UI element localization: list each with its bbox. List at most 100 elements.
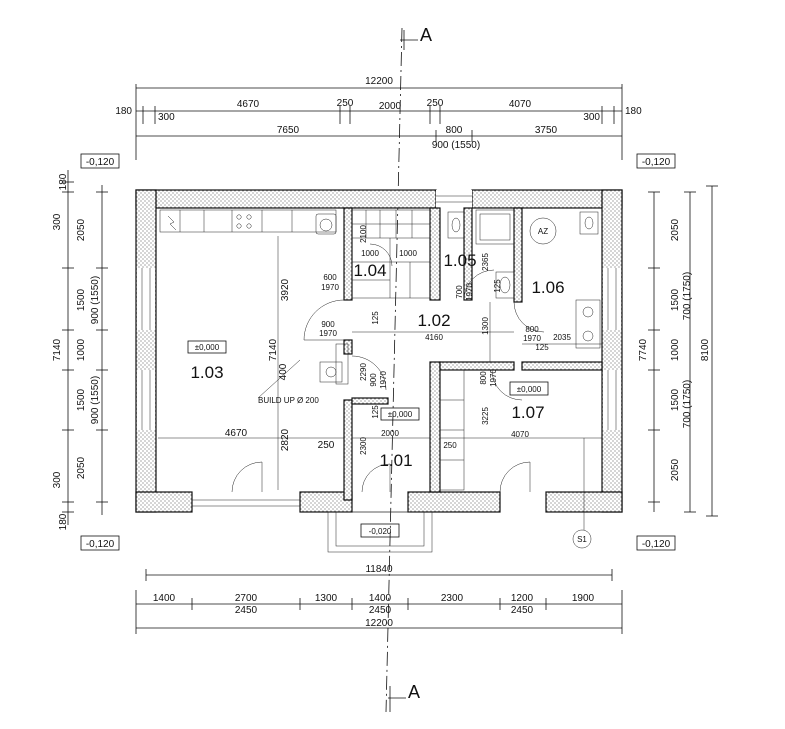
room-101-details: ±0,000 1.01 2000 2290 2300 125 900 1970 … bbox=[327, 355, 433, 553]
dim-101-d2: 1970 bbox=[379, 371, 388, 389]
dim-right-2: 1000 bbox=[670, 338, 681, 361]
dim-left-0: 180 bbox=[58, 173, 69, 190]
dim-103-h2: 3920 bbox=[280, 278, 291, 301]
level-box bbox=[80, 153, 120, 169]
exterior-walls bbox=[135, 189, 623, 513]
dim-top-0: 180 bbox=[115, 106, 132, 117]
dim-101-h2: 2300 bbox=[359, 437, 368, 455]
dim-107-250: 250 bbox=[443, 441, 457, 450]
room-105-details: 1.05 2365 700 1970 125 bbox=[443, 211, 502, 301]
dim-left-1: 300 bbox=[52, 213, 63, 230]
section-label-bottom: A bbox=[408, 682, 420, 702]
room-label-107: 1.07 bbox=[511, 403, 544, 422]
dim-104-a: 1000 bbox=[361, 249, 379, 258]
dim-106-w: 2035 bbox=[553, 333, 571, 342]
dim-top-row2-1: 800 bbox=[446, 125, 463, 136]
dim-107-d2: 1970 bbox=[489, 369, 498, 387]
dim-right-opening-1: 700 (1750) bbox=[682, 272, 693, 320]
room-label-102: 1.02 bbox=[417, 311, 450, 330]
left-dimensions: 180 300 2050 1500 1000 1500 2050 300 180… bbox=[52, 170, 108, 530]
dim-top-1: 300 bbox=[158, 112, 175, 123]
dim-102-h: 1300 bbox=[481, 317, 490, 335]
dim-107-h: 3225 bbox=[481, 407, 490, 425]
dim-101-125: 125 bbox=[371, 405, 380, 419]
dim-105-125: 125 bbox=[493, 279, 502, 293]
dim-bottom-row2-1: 2450 bbox=[369, 605, 392, 616]
dim-top-7: 300 bbox=[583, 112, 600, 123]
dim-bottom-row2-2: 2450 bbox=[511, 605, 534, 616]
dim-101-w: 2000 bbox=[381, 429, 399, 438]
dim-top-row2-2: 3750 bbox=[535, 125, 558, 136]
dim-right-0: 2050 bbox=[670, 218, 681, 241]
room-107-details: ±0,000 1.07 4070 3225 800 1970 250 S1 bbox=[439, 369, 602, 549]
section-line-a: A A bbox=[385, 25, 432, 713]
level-bottom-left: -0,120 bbox=[86, 539, 115, 550]
dim-top-8: 180 bbox=[625, 106, 642, 117]
dim-101-h1: 2290 bbox=[359, 363, 368, 381]
level-box bbox=[636, 535, 676, 551]
dim-top-5: 250 bbox=[427, 98, 444, 109]
level-box bbox=[80, 535, 120, 551]
az-label: AZ bbox=[538, 227, 548, 236]
dim-bottom-4: 2300 bbox=[441, 593, 464, 604]
room-label-103: 1.03 bbox=[190, 363, 223, 382]
section-mark-s1: S1 bbox=[577, 535, 587, 544]
level-markers: -0,120 -0,120 -0,120 -0,120 bbox=[80, 153, 676, 551]
dim-bottom-1: 2700 bbox=[235, 593, 258, 604]
dim-door-900: 900 bbox=[321, 320, 335, 329]
dim-left-7: 300 bbox=[52, 471, 63, 488]
dim-overall-top: 12200 bbox=[365, 76, 393, 87]
dim-right-1: 1500 bbox=[670, 288, 681, 311]
level-bottom-right: -0,120 bbox=[642, 539, 671, 550]
dim-right-inner-total: 7740 bbox=[638, 338, 649, 361]
dim-right-3: 1500 bbox=[670, 388, 681, 411]
dim-left-2: 2050 bbox=[76, 218, 87, 241]
dim-door-1970b: 1970 bbox=[319, 329, 337, 338]
dim-right-4: 2050 bbox=[670, 458, 681, 481]
dim-106-d2: 1970 bbox=[523, 334, 541, 343]
room-106-details: AZ 1.06 800 1970 2035 125 bbox=[475, 209, 602, 352]
room-label-101: 1.01 bbox=[379, 451, 412, 470]
right-dimensions: 2050 1500 1000 1500 2050 700 (1750) 700 … bbox=[638, 185, 718, 517]
dim-right-total: 8100 bbox=[700, 338, 711, 361]
dim-door-1970a: 1970 bbox=[321, 283, 339, 292]
level-entrance: -0,020 bbox=[369, 527, 392, 536]
dim-103-h: 7140 bbox=[268, 338, 279, 361]
dim-102-w: 4160 bbox=[425, 333, 443, 342]
section-label-top: A bbox=[420, 25, 432, 45]
dim-left-3: 1500 bbox=[76, 288, 87, 311]
room-103-details: ±0,000 1.03 4670 7140 3920 2820 400 250 … bbox=[158, 209, 344, 493]
dim-bottom-0: 1400 bbox=[153, 593, 176, 604]
dim-top-row2-0: 7650 bbox=[277, 125, 300, 136]
dim-106-125: 125 bbox=[535, 343, 549, 352]
level-top-right: -0,120 bbox=[642, 157, 671, 168]
dim-105-d1: 700 bbox=[455, 285, 464, 299]
room-label-105: 1.05 bbox=[443, 251, 476, 270]
room-104-details: 1.04 1000 2100 1000 600 1970 900 1970 bbox=[303, 209, 431, 341]
dim-103-d1: 2820 bbox=[280, 428, 291, 451]
dim-right-opening-2: 700 (1750) bbox=[682, 380, 693, 428]
dim-bottom-row2-0: 2450 bbox=[235, 605, 258, 616]
dim-top-2: 4670 bbox=[237, 99, 260, 110]
dim-102-125: 125 bbox=[371, 311, 380, 325]
dim-left-4: 1000 bbox=[76, 338, 87, 361]
dim-101-d1: 900 bbox=[369, 373, 378, 387]
dim-top-4: 2000 bbox=[379, 101, 402, 112]
dim-bottom-3: 1400 bbox=[369, 593, 392, 604]
room-label-106: 1.06 bbox=[531, 278, 564, 297]
top-dimensions: 12200 180 300 4670 250 2000 250 4070 300… bbox=[115, 76, 642, 160]
level-room-101: ±0,000 bbox=[388, 410, 413, 419]
dim-107-w: 4070 bbox=[511, 430, 529, 439]
dim-top-6: 4070 bbox=[509, 99, 532, 110]
room-102-details: 1.02 4160 1300 125 bbox=[319, 302, 514, 385]
dim-left-5: 1500 bbox=[76, 388, 87, 411]
dim-top-3: 250 bbox=[337, 98, 354, 109]
dim-left-opening-1: 900 (1550) bbox=[90, 276, 101, 324]
dim-104-c: 1000 bbox=[399, 249, 417, 258]
level-box bbox=[636, 153, 676, 169]
dim-bottom-6: 1900 bbox=[572, 593, 595, 604]
dim-door-600: 600 bbox=[323, 273, 337, 282]
dim-bottom-overall: 12200 bbox=[365, 618, 393, 629]
bottom-dimensions: 11840 1400 2700 1300 1400 2300 1200 1900… bbox=[135, 564, 623, 634]
